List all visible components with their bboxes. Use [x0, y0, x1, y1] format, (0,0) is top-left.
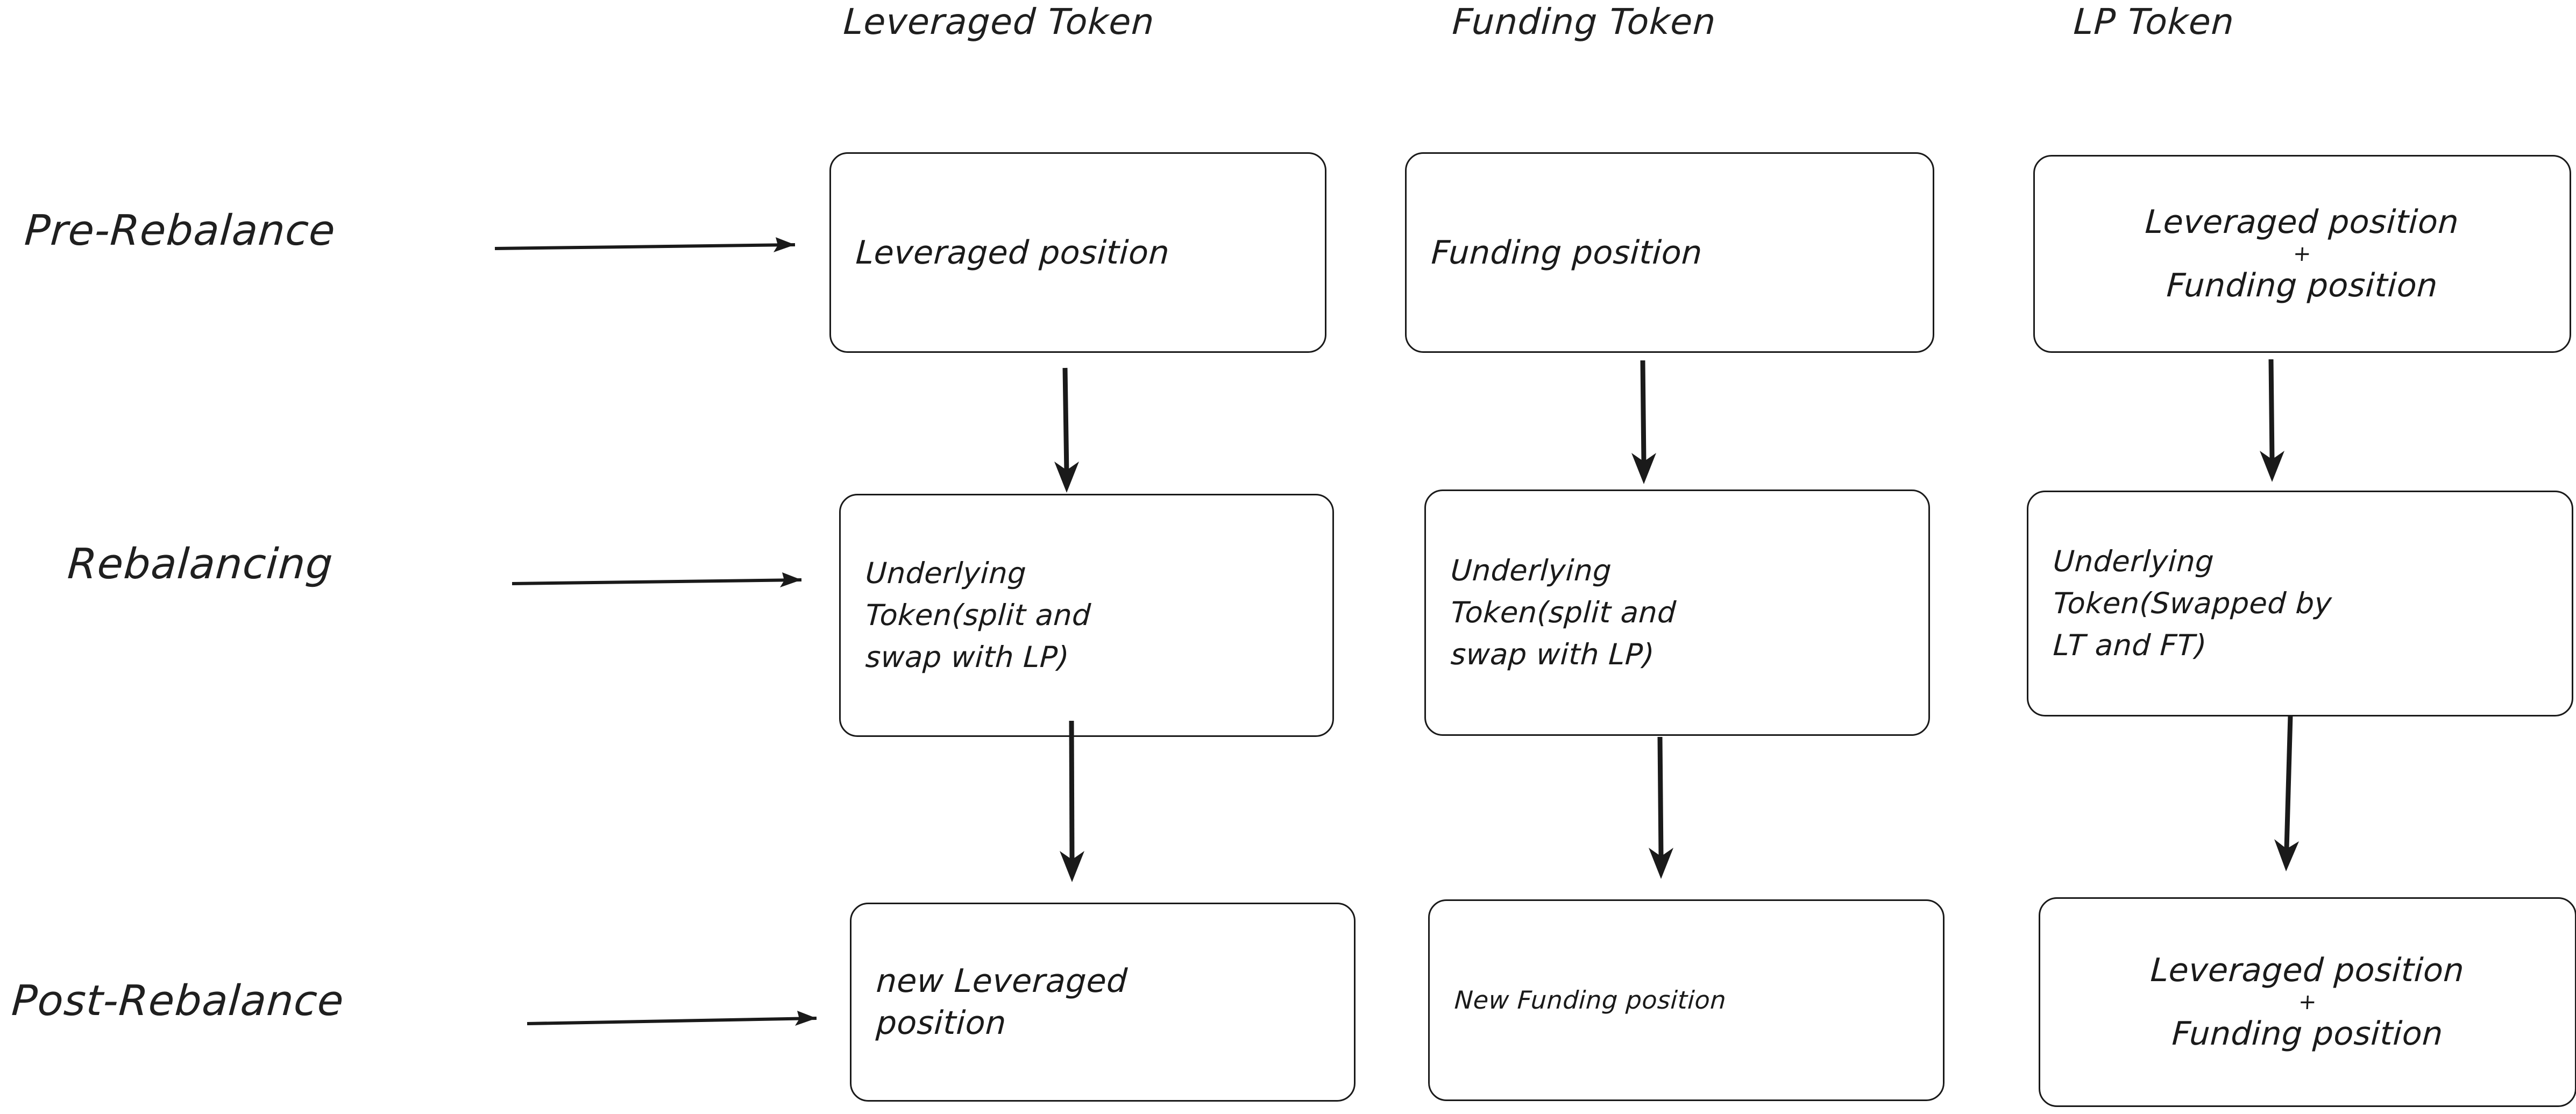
node-line: Token(Swapped by: [2052, 586, 2333, 620]
node-lp-token-pre-rebalance[interactable]: Leveraged position + Funding position: [2033, 155, 2571, 353]
node-line: Underlying: [2052, 544, 2215, 578]
node-lp-token-post-rebalance[interactable]: Leveraged position + Funding position: [2039, 897, 2576, 1107]
connector-flow-lt-1: [1054, 367, 1079, 493]
connector-stage-arrow-pre: [494, 237, 796, 252]
connector-flow-ft-2: [1649, 736, 1673, 879]
stage-label-post-rebalance: Post-Rebalance: [10, 977, 346, 1025]
node-line: Funding position: [2171, 1015, 2444, 1053]
node-line: position: [875, 1004, 1007, 1042]
connector-flow-ft-1: [1631, 360, 1656, 484]
node-line: New Funding position: [1453, 985, 1727, 1014]
node-line-plus: +: [2292, 242, 2312, 266]
node-funding-token-rebalancing[interactable]: Underlying Token(split and swap with LP): [1424, 489, 1930, 736]
stage-label-rebalancing: Rebalancing: [66, 540, 335, 588]
node-line-plus: +: [2297, 990, 2318, 1014]
node-line: Underlying: [1450, 553, 1613, 587]
node-leveraged-token-rebalancing[interactable]: Underlying Token(split and swap with LP): [839, 494, 1334, 737]
connector-flow-lt-2: [1060, 720, 1084, 882]
node-line: Underlying: [864, 556, 1027, 590]
node-line: Leveraged position: [2144, 203, 2460, 241]
node-lp-token-rebalancing[interactable]: Underlying Token(Swapped by LT and FT): [2027, 491, 2573, 716]
node-line: Token(split and: [864, 598, 1092, 632]
node-line: Funding position: [1430, 233, 1704, 272]
connector-flow-lp-2: [2274, 715, 2299, 871]
column-header-funding-token: Funding Token: [1451, 1, 1718, 42]
node-line: Leveraged position: [855, 233, 1170, 272]
connector-stage-arrow-post: [527, 1011, 817, 1026]
stage-label-pre-rebalance: Pre-Rebalance: [23, 207, 337, 255]
connector-flow-lp-1: [2260, 359, 2284, 482]
node-line: Token(split and: [1450, 595, 1677, 629]
node-leveraged-token-post-rebalance[interactable]: new Leveraged position: [850, 903, 1356, 1102]
node-line: swap with LP): [864, 640, 1070, 675]
node-line: LT and FT): [2052, 628, 2208, 663]
node-funding-token-pre-rebalance[interactable]: Funding position: [1405, 152, 1934, 353]
node-leveraged-token-pre-rebalance[interactable]: Leveraged position: [829, 152, 1326, 353]
column-header-leveraged-token: Leveraged Token: [842, 1, 1156, 42]
node-line: Funding position: [2166, 267, 2439, 304]
node-funding-token-post-rebalance[interactable]: New Funding position: [1428, 899, 1945, 1101]
node-line: swap with LP): [1450, 637, 1656, 672]
column-header-lp-token: LP Token: [2072, 1, 2236, 42]
node-line: Leveraged position: [2149, 952, 2466, 989]
connector-stage-arrow-reb: [512, 572, 802, 587]
node-line: new Leveraged: [875, 962, 1129, 1000]
